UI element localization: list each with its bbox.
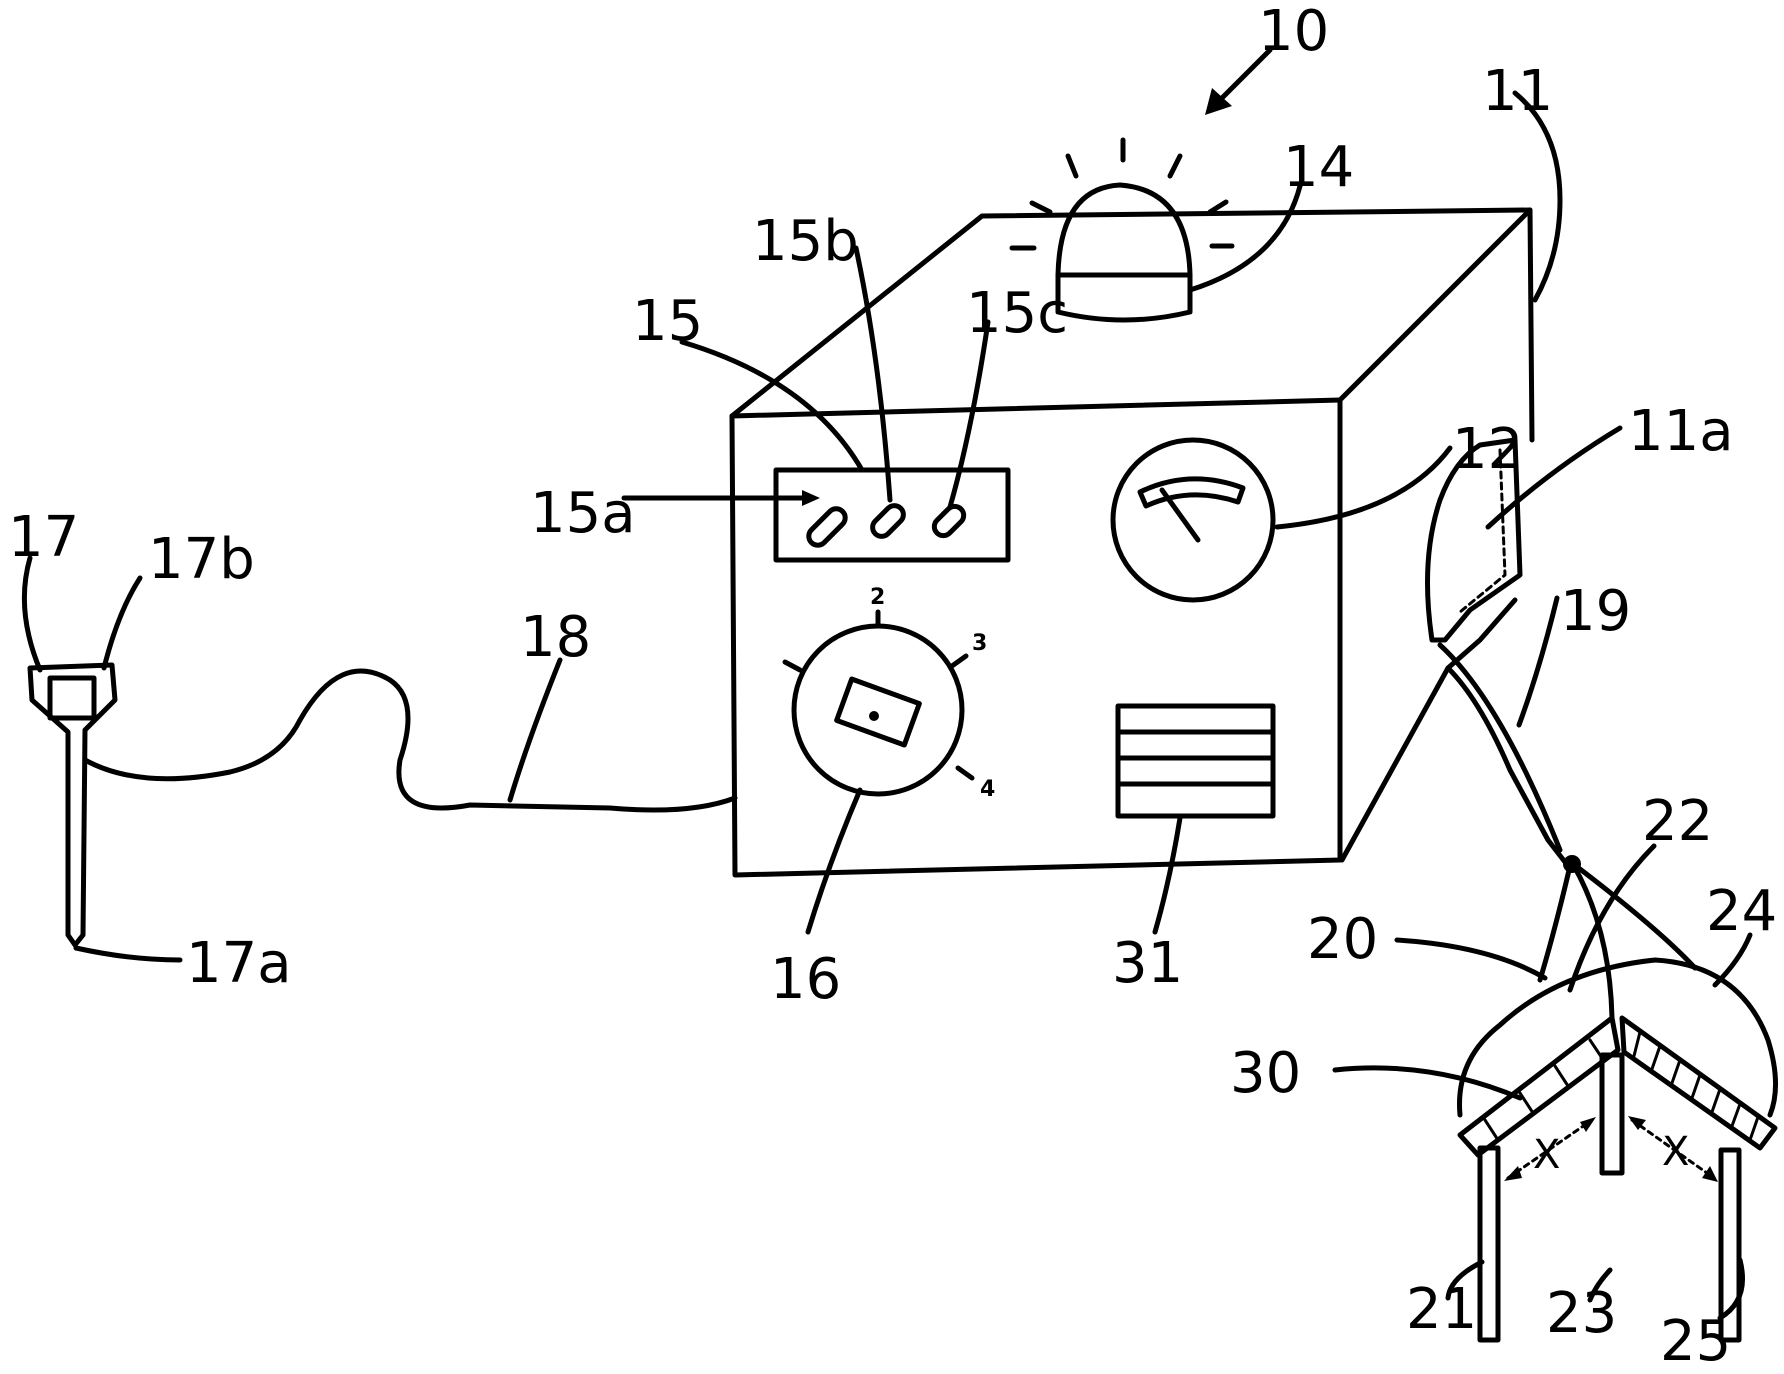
- vent-frame: [1118, 706, 1273, 816]
- spacing-label-right: X: [1662, 1129, 1689, 1175]
- cord-right-outer: [1448, 668, 1565, 862]
- label-14: 14: [1283, 135, 1354, 200]
- leader-20: [1397, 940, 1545, 978]
- label-20: 20: [1307, 907, 1378, 972]
- arrowhead: [1504, 1166, 1522, 1181]
- label-22: 22: [1642, 789, 1713, 854]
- lamp-ray: [1170, 156, 1180, 176]
- housing-right-edge-upper: [1530, 210, 1532, 440]
- leader-16: [808, 790, 860, 932]
- label-17b: 17b: [148, 527, 255, 592]
- leader-15a-arrowhead: [802, 490, 820, 506]
- switch-b: [869, 502, 907, 540]
- electrode-left: [1480, 1148, 1498, 1340]
- probe-window: [50, 678, 94, 718]
- label-25: 25: [1660, 1309, 1731, 1374]
- label-12: 12: [1452, 417, 1523, 482]
- leader-31: [1155, 818, 1180, 932]
- insulator-hatch: [1520, 1093, 1533, 1113]
- leader-15: [682, 342, 862, 470]
- switch-panel-frame: [776, 470, 1008, 560]
- dial: 2 3 4: [785, 585, 995, 802]
- dial-mark-3: 3: [972, 631, 987, 656]
- label-19: 19: [1560, 579, 1631, 644]
- label-17: 17: [8, 505, 79, 570]
- cord-left: [85, 671, 735, 810]
- vent: [1118, 706, 1273, 816]
- lamp-ray: [1068, 156, 1076, 176]
- dial-face: [794, 626, 962, 794]
- leader-15b: [856, 248, 890, 500]
- probe: [30, 665, 115, 945]
- meter-scale: [1140, 479, 1243, 506]
- arrowhead: [1702, 1166, 1718, 1182]
- leader-17b: [104, 578, 140, 668]
- label-11a: 11a: [1628, 399, 1734, 464]
- dial-knob-dot: [869, 711, 879, 721]
- leader-30: [1335, 1068, 1520, 1098]
- meter: [1113, 440, 1273, 600]
- lamp-base: [1058, 275, 1190, 320]
- leader-11: [1515, 93, 1560, 300]
- label-17a: 17a: [186, 931, 292, 996]
- switch-a: [805, 505, 849, 549]
- plate-right-hatch: [1634, 1032, 1758, 1140]
- dial-tick-1: [785, 662, 800, 670]
- arrowhead: [1580, 1117, 1596, 1132]
- reference-numerals: 10 11 11a 12 14 15 15a 15b 15c 16 17 17a…: [8, 0, 1777, 1374]
- label-23: 23: [1546, 1281, 1617, 1346]
- label-11: 11: [1482, 59, 1553, 124]
- label-24: 24: [1706, 879, 1777, 944]
- leader-17a: [76, 948, 180, 960]
- wire-left: [1540, 866, 1570, 980]
- dial-mark-2: 2: [870, 585, 885, 610]
- insulator-hatch: [1485, 1120, 1498, 1140]
- dial-knob: [837, 679, 920, 745]
- leader-17: [24, 558, 40, 670]
- label-31: 31: [1112, 931, 1183, 996]
- spacing-label-left: X: [1533, 1132, 1560, 1178]
- lamp-dome: [1058, 185, 1190, 275]
- electrode-mid: [1602, 1055, 1622, 1173]
- probe-body: [30, 665, 115, 945]
- lamp-ray: [1210, 202, 1226, 212]
- label-15c: 15c: [966, 281, 1068, 346]
- dial-tick-4: [958, 768, 972, 778]
- leader-19: [1519, 598, 1557, 725]
- dial-tick-3: [952, 656, 966, 666]
- label-18: 18: [520, 605, 591, 670]
- label-15a: 15a: [530, 481, 636, 546]
- label-10: 10: [1258, 0, 1329, 64]
- meter-face: [1113, 440, 1273, 600]
- lamp-ray: [1032, 203, 1050, 212]
- label-21: 21: [1406, 1277, 1477, 1342]
- label-15b: 15b: [752, 209, 859, 274]
- dial-mark-4: 4: [980, 777, 995, 802]
- leader-18: [510, 660, 560, 800]
- leader-12: [1277, 448, 1450, 527]
- label-15: 15: [632, 289, 703, 354]
- switch-panel: [776, 470, 1008, 560]
- housing-box: [732, 210, 1532, 875]
- label-16: 16: [770, 947, 841, 1012]
- label-30: 30: [1230, 1041, 1301, 1106]
- leader-15c: [950, 322, 988, 507]
- insulator-hatch: [1555, 1066, 1568, 1086]
- leader-14: [1190, 186, 1300, 290]
